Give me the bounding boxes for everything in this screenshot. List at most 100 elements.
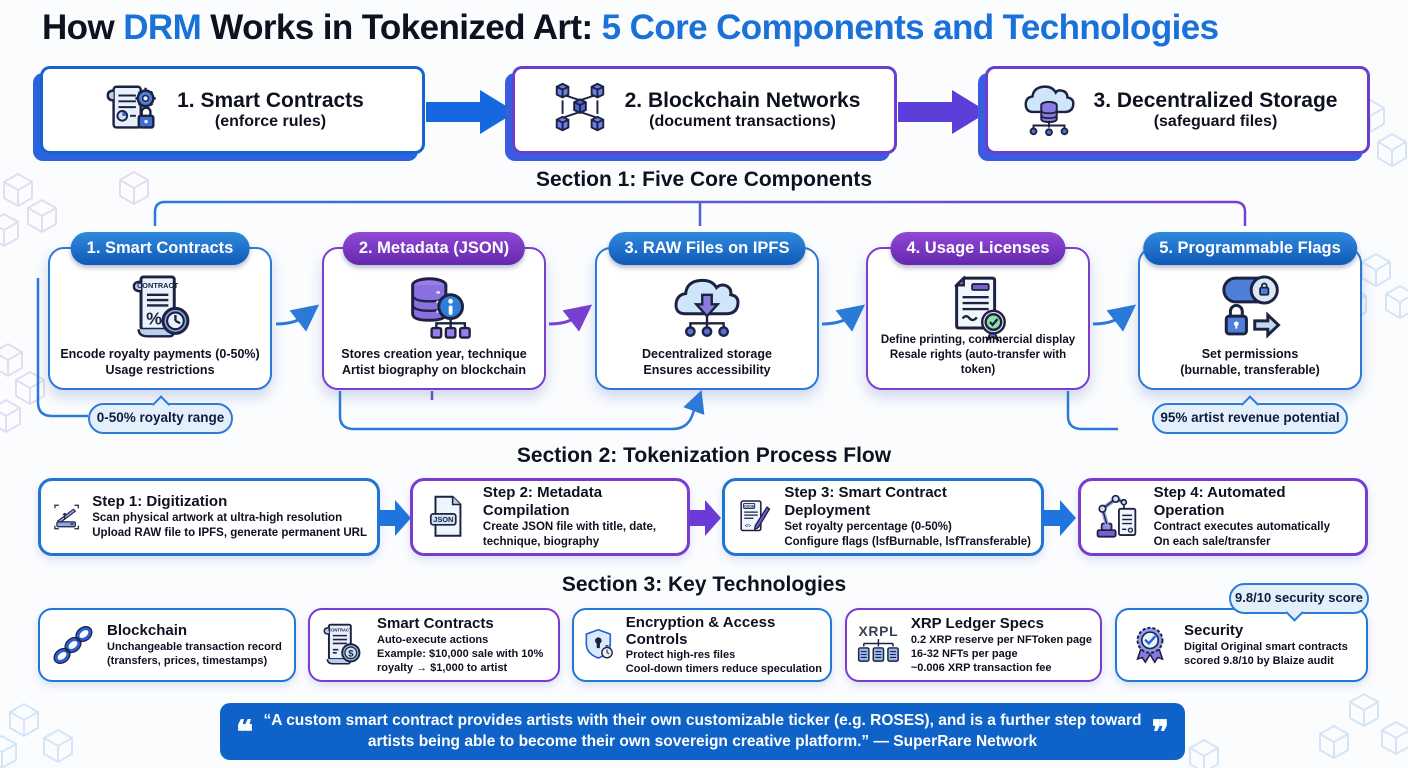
cube-network-icon xyxy=(555,82,604,132)
card-line: Usage restrictions xyxy=(105,362,215,377)
artist-revenue-badge: 95% artist revenue potential xyxy=(1152,403,1348,434)
step-line: Upload RAW file to IPFS, generate perman… xyxy=(92,527,367,539)
tech-line: Unchangeable transaction record xyxy=(107,640,282,653)
xrpl-ledger-icon: XRPL xyxy=(857,623,899,662)
top-flow-box-decentralized-storage: 3. Decentralized Storage (safeguard file… xyxy=(985,66,1370,154)
tech-card-blockchain: Blockchain Unchangeable transaction reco… xyxy=(38,608,296,682)
database-info-icon xyxy=(411,277,471,339)
step-line: Create JSON file with title, date, xyxy=(482,521,657,534)
svg-text:CONTRACT: CONTRACT xyxy=(137,281,179,290)
tech-line: Cool-down timers reduce speculation xyxy=(625,663,822,676)
tech-line: royalty → $1,000 to artist xyxy=(377,661,508,674)
component-card-usage-licenses: 4. Usage Licenses Define printing, comme… xyxy=(866,232,1090,390)
top-flow-box-smart-contracts: 1. Smart Contracts (enforce rules) xyxy=(40,66,425,154)
step-arrow-icon xyxy=(689,500,721,536)
step-title: Step 2: Metadata Compilation xyxy=(482,484,603,520)
step-card-automated-operation: Step 4: Automated Operation Contract exe… xyxy=(1078,478,1368,556)
contract-coin-icon: CONTRACT $ xyxy=(323,623,361,665)
component-card-description: Decentralized storage Ensures accessibil… xyxy=(601,346,813,379)
quote-banner: ❝ “A custom smart contract provides arti… xyxy=(220,703,1185,760)
top-flow-title: 3. Decentralized Storage xyxy=(1093,88,1338,112)
top-flow-box-blockchain-networks: 2. Blockchain Networks (document transac… xyxy=(512,66,897,154)
component-card-description: Encode royalty payments (0-50%) Usage re… xyxy=(54,346,266,379)
card-line: Resale rights (auto-transfer with token) xyxy=(889,349,1067,377)
step-title: Step 1: Digitization xyxy=(92,493,228,511)
component-card-programmable-flags: 5. Programmable Flags Set permissions (b… xyxy=(1138,232,1362,390)
section3-heading: Section 3: Key Technologies xyxy=(561,573,847,596)
step-line: Configure flags (lsfBurnable, lsfTransfe… xyxy=(784,536,1031,548)
tech-title: Smart Contracts xyxy=(377,615,494,633)
cloud-download-icon xyxy=(674,278,740,337)
step-arrow-icon xyxy=(1044,500,1076,536)
rosette-check-icon xyxy=(1136,626,1164,664)
component-card-header: 1. Smart Contracts xyxy=(70,232,250,265)
step-arrow-icon xyxy=(379,500,411,536)
page-title: How DRM Works in Tokenized Art: 5 Core C… xyxy=(42,8,1219,48)
component-card-description: Stores creation year, technique Artist b… xyxy=(328,346,540,379)
tech-title: Encryption & Access Controls xyxy=(625,613,776,648)
component-card-header: 4. Usage Licenses xyxy=(890,232,1066,265)
cloud-database-icon xyxy=(1024,85,1075,137)
top-flow-subtitle: (safeguard files) xyxy=(1153,113,1278,131)
card-line: Define printing, commercial display xyxy=(880,334,1076,347)
step-title: Step 3: Smart Contract Deployment xyxy=(784,484,947,520)
svg-text:XRPL: XRPL xyxy=(858,623,898,639)
step-title: Step 4: Automated Operation xyxy=(1153,484,1286,520)
tech-line: ~0.006 XRP transaction fee xyxy=(910,661,1052,674)
chain-links-icon xyxy=(53,625,93,665)
tech-card-security: Security Digital Original smart contract… xyxy=(1115,608,1368,682)
section1-heading: Section 1: Five Core Components xyxy=(535,168,873,191)
card-line: Artist biography on blockchain xyxy=(341,362,527,377)
tech-line: scored 9.8/10 by Blaize audit xyxy=(1184,654,1334,667)
tech-line: 0.2 XRP reserve per NFToken page xyxy=(910,633,1092,646)
tech-card-encryption-access: Encryption & Access Controls Protect hig… xyxy=(572,608,832,682)
component-card-header: 5. Programmable Flags xyxy=(1143,232,1357,265)
section2-heading: Section 2: Tokenization Process Flow xyxy=(516,444,892,467)
tech-line: Protect high-res files xyxy=(625,649,736,662)
component-card-raw-files-ipfs: 3. RAW Files on IPFS Decentralized stora… xyxy=(595,232,819,390)
tech-line: Auto-execute actions xyxy=(377,633,489,646)
tech-line: 16-32 NFTs per page xyxy=(910,647,1018,660)
step-card-smart-contract-deployment: CDOE </> Step 3: Smart Contract Deployme… xyxy=(722,478,1044,556)
tech-title: Security xyxy=(1184,622,1244,640)
tech-line: Digital Original smart contracts xyxy=(1184,640,1348,653)
security-score-badge: 9.8/10 security score xyxy=(1229,583,1369,614)
title-part3-highlight: 5 Core Components and Technologies xyxy=(601,8,1219,47)
svg-text:JSON: JSON xyxy=(433,515,453,524)
card-line: Ensures accessibility xyxy=(643,362,771,377)
component-card-description: Set permissions (burnable, transferable) xyxy=(1144,346,1356,379)
component-card-header: 2. Metadata (JSON) xyxy=(342,232,526,265)
robot-arm-icon xyxy=(1096,494,1137,538)
card-line: (burnable, transferable) xyxy=(1180,362,1320,377)
royalty-range-badge: 0-50% royalty range xyxy=(88,403,233,434)
tech-title: XRP Ledger Specs xyxy=(910,615,1044,633)
shield-timer-icon xyxy=(585,628,613,659)
step-card-digitization: Step 1: Digitization Scan physical artwo… xyxy=(38,478,380,556)
component-card-description: Define printing, commercial display Resa… xyxy=(872,333,1084,378)
tech-line: Example: $10,000 sale with 10% xyxy=(377,647,544,660)
svg-text:$: $ xyxy=(348,648,354,658)
svg-text:</>: </> xyxy=(745,523,752,528)
card-line: Decentralized storage xyxy=(642,346,772,361)
tech-title: Blockchain xyxy=(107,622,188,640)
step-line: Contract executes automatically xyxy=(1153,521,1330,534)
title-drm-highlight: DRM xyxy=(123,8,202,47)
tech-card-xrp-ledger: XRPL XRP Ledger Specs 0.2 XRP reserve pe… xyxy=(845,608,1102,682)
tech-line: (transfers, prices, timestamps) xyxy=(107,654,268,667)
top-flow-subtitle: (enforce rules) xyxy=(214,113,327,131)
component-card-metadata-json: 2. Metadata (JSON) Stores creation year,… xyxy=(322,232,546,390)
quote-text: “A custom smart contract provides artist… xyxy=(263,712,1142,750)
contract-gear-lock-icon xyxy=(106,85,156,129)
flow-arrow-icon xyxy=(898,90,988,134)
step-card-metadata-compilation: JSON Step 2: Metadata Compilation Create… xyxy=(410,478,690,556)
title-part1: How xyxy=(42,8,124,47)
toggle-lock-icon xyxy=(1222,275,1281,339)
code-doc-pen-icon: CDOE </> xyxy=(740,500,771,532)
license-seal-icon xyxy=(953,275,1006,343)
scanner-icon xyxy=(54,504,79,530)
step-line: Scan physical artwork at ultra-high reso… xyxy=(92,512,343,525)
svg-text:%: % xyxy=(146,308,162,328)
top-flow-title: 2. Blockchain Networks xyxy=(624,88,861,112)
top-flow-title: 1. Smart Contracts xyxy=(177,88,364,112)
